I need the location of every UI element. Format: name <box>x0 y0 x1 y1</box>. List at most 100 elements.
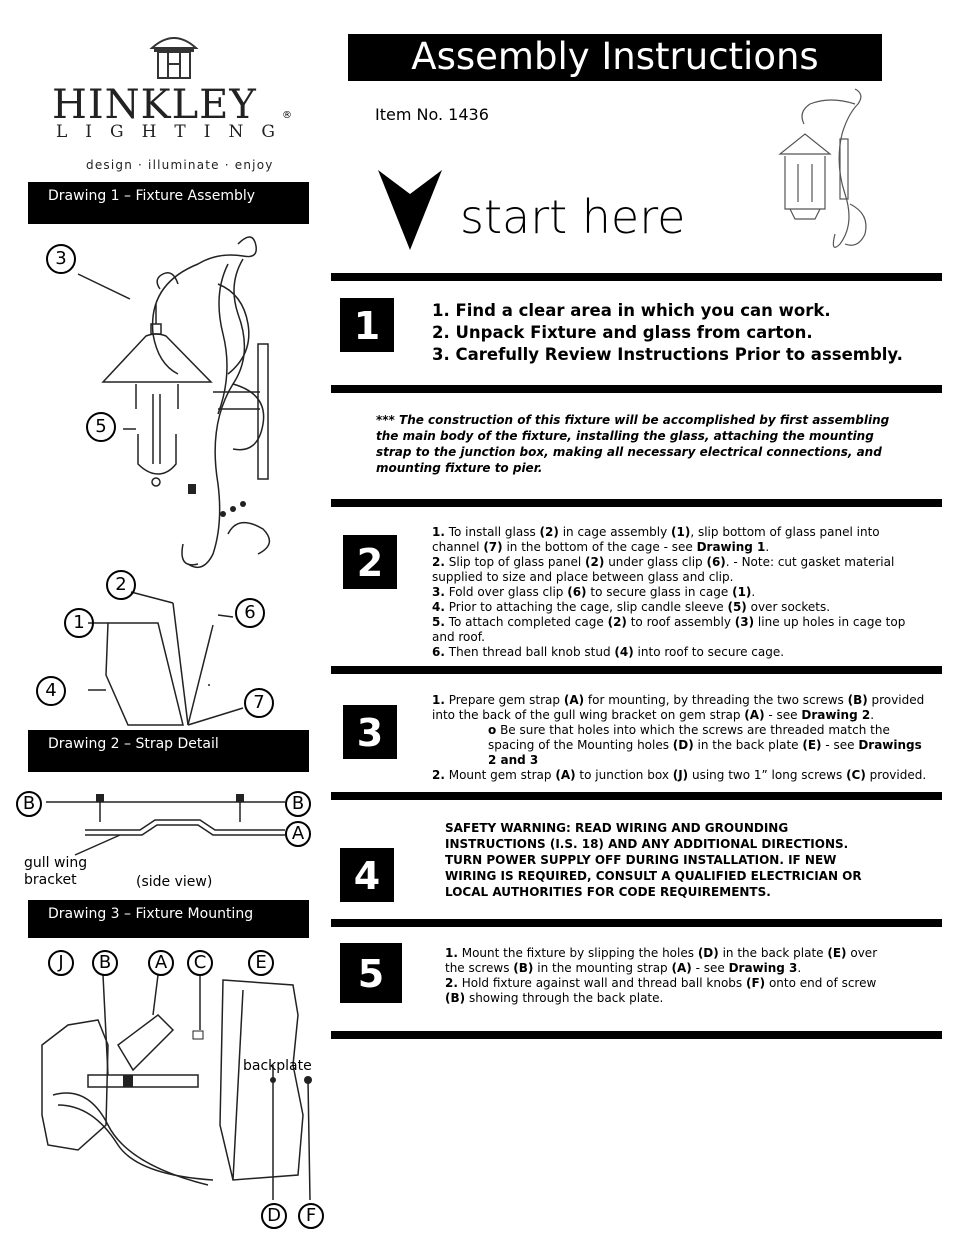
drawing-1-label: Drawing 1 – Fixture Assembly <box>28 182 309 224</box>
s2-r4: Drawing 1 <box>696 540 766 554</box>
item-number: Item No. 1436 <box>375 105 489 124</box>
s2-n6: 6. <box>432 645 445 659</box>
s2-t2: in cage assembly <box>558 525 672 539</box>
s2-r2: (1) <box>671 525 691 539</box>
divider-2 <box>331 385 942 393</box>
s2-t5: . <box>765 540 770 554</box>
callout-f: F <box>298 1203 324 1229</box>
strap-side-view-drawing <box>46 794 285 856</box>
s3-t3: provided into the back of the gull wing … <box>432 693 925 722</box>
s3-t2: for mounting, by threading the two screw… <box>584 693 848 707</box>
step-2-item-1: 1. To install glass (2) in cage assembly… <box>432 525 922 555</box>
gull-wing-label-1: gull wing <box>24 855 88 871</box>
step-1-line-2: 2. Unpack Fixture and glass from carton. <box>432 323 813 342</box>
step-3-item-1: 1. Prepare gem strap (A) for mounting, b… <box>432 693 927 723</box>
page-title: Assembly Instructions <box>348 34 882 81</box>
s2-t7: under glass clip <box>604 555 707 569</box>
step-2-badge: 2 <box>343 535 397 589</box>
callout-4: 4 <box>36 676 66 706</box>
s5-r5: Drawing 3 <box>728 961 798 975</box>
s5-t5: - see <box>691 961 729 975</box>
s2-n1: 1. <box>432 525 445 539</box>
s3-t12: provided. <box>865 768 927 782</box>
s2-t3: , slip bottom of glass panel into channe… <box>432 525 880 554</box>
callout-b-left: B <box>16 791 42 817</box>
s2-r9: (5) <box>727 600 747 614</box>
s3-t9: Mount gem strap <box>444 768 556 782</box>
s3-r5: (D) <box>672 738 694 752</box>
s5-t1: Mount the fixture by slipping the holes <box>457 946 698 960</box>
s3-t11: using two 1” long screws <box>688 768 847 782</box>
s2-r6: (6) <box>706 555 726 569</box>
s5-t6: . <box>797 961 802 975</box>
step-2-item-6: 6. Then thread ball knob stud (4) into r… <box>432 645 922 660</box>
step-3-text: 1. Prepare gem strap (A) for mounting, b… <box>432 693 927 783</box>
s3-t8: - see <box>821 738 859 752</box>
callout-a: A <box>285 821 311 847</box>
s2-t6: Slip top of glass panel <box>444 555 586 569</box>
step-5-text: 1. Mount the fixture by slipping the hol… <box>445 946 900 1006</box>
callout-3: 3 <box>46 244 76 274</box>
step-2-text: 1. To install glass (2) in cage assembly… <box>432 525 922 660</box>
s3-t5: . <box>870 708 875 722</box>
s3-t10: to junction box <box>575 768 673 782</box>
intro-note: *** The construction of this fixture wil… <box>376 413 890 475</box>
drawing-2-label: Drawing 2 – Strap Detail <box>28 730 309 772</box>
s3-t1: Prepare gem strap <box>444 693 564 707</box>
safety-warning: SAFETY WARNING: READ WIRING AND GROUNDIN… <box>445 821 862 899</box>
drawing-3-label: Drawing 3 – Fixture Mounting <box>28 900 309 938</box>
callout-5: 5 <box>86 412 116 442</box>
step-2-item-3: 3. Fold over glass clip (6) to secure gl… <box>432 585 922 600</box>
callout-e: E <box>248 950 274 976</box>
s2-n3: 3. <box>432 585 445 599</box>
s5-t8: onto end of screw <box>765 976 877 990</box>
divider-5 <box>331 792 942 800</box>
s3-r6: (E) <box>802 738 822 752</box>
s5-r6: (F) <box>745 976 766 990</box>
s2-t12: Prior to attaching the cage, slip candle… <box>444 600 728 614</box>
s3-t4: - see <box>764 708 802 722</box>
divider-1 <box>331 273 942 281</box>
brand-sub: LIGHTING <box>56 122 293 142</box>
divider-6 <box>331 919 942 927</box>
start-here: start here <box>460 190 686 244</box>
s5-t4: in the mounting strap <box>533 961 672 975</box>
callout-b-right: B <box>285 791 311 817</box>
s3-r7: Drawings 2 and 3 <box>488 738 922 767</box>
divider-3 <box>331 499 942 507</box>
brand-name: HINKLEY <box>52 82 257 128</box>
callout-j: J <box>48 950 74 976</box>
s5-t2: in the back plate <box>718 946 828 960</box>
step-2-item-5: 5. To attach completed cage (2) to roof … <box>432 615 922 645</box>
step-4-badge: 4 <box>340 848 394 902</box>
s5-r7: (B) <box>445 991 466 1005</box>
s2-n4: 4. <box>432 600 445 614</box>
callout-b-mount: B <box>92 950 118 976</box>
step-3-subitem: o Be sure that holes into which the scre… <box>432 723 927 768</box>
s2-t11: . <box>751 585 756 599</box>
fixture-thumbnail <box>778 88 867 248</box>
s3-r4: Drawing 2 <box>801 708 871 722</box>
callout-6: 6 <box>235 598 265 628</box>
step-5-item-2: 2. Hold fixture against wall and thread … <box>445 976 900 1006</box>
callout-d: D <box>261 1203 287 1229</box>
s3-r8: (A) <box>555 768 576 782</box>
s2-r10: (2) <box>607 615 627 629</box>
s3-r3: (A) <box>744 708 765 722</box>
arrow-down-icon <box>378 170 442 250</box>
s2-n5: 5. <box>432 615 445 629</box>
s3-r10: (C) <box>846 768 866 782</box>
s5-r4: (A) <box>671 961 692 975</box>
step-1-line-3: 3. Carefully Review Instructions Prior t… <box>432 345 903 364</box>
step-5-item-1: 1. Mount the fixture by slipping the hol… <box>445 946 900 976</box>
s2-t16: line up holes in cage top and roof. <box>432 615 906 644</box>
s2-r12: (4) <box>614 645 634 659</box>
registered-mark: ® <box>282 110 292 121</box>
s2-r7: (6) <box>567 585 587 599</box>
s2-t1: To install glass <box>444 525 540 539</box>
gull-wing-label-2: bracket <box>24 872 77 888</box>
s2-t13: over sockets. <box>746 600 831 614</box>
brand-tagline: design · illuminate · enjoy <box>86 158 274 172</box>
s2-t17: Then thread ball knob stud <box>444 645 615 659</box>
s3-t7: in the back plate <box>693 738 803 752</box>
